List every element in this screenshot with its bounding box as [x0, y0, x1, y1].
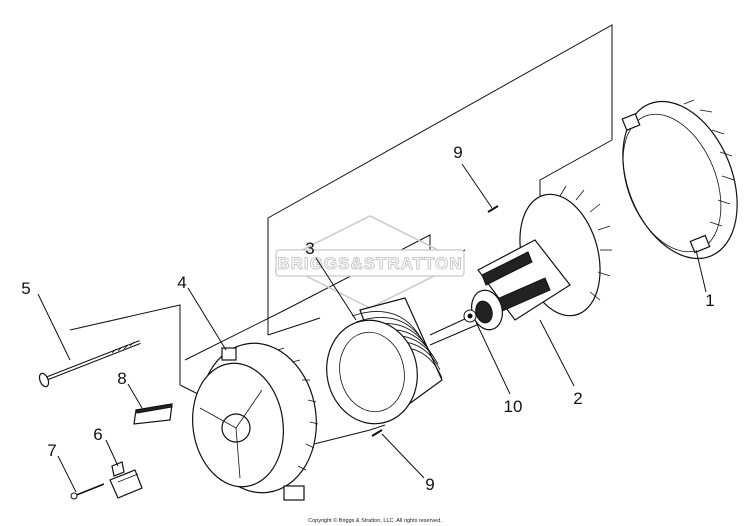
part-front-endbell	[192, 342, 319, 501]
brand-watermark: BRIGGS&STRATTON	[275, 215, 465, 309]
part-stator	[326, 297, 443, 425]
callout-8: 8	[117, 369, 126, 388]
copyright-notice: Copyright © Briggs & Stratton, LLC. All …	[308, 517, 442, 524]
part-pad	[133, 403, 173, 425]
callout-9-top: 9	[453, 143, 462, 162]
callout-4: 4	[177, 273, 186, 292]
part-brush-holder	[109, 461, 143, 499]
callout-1: 1	[705, 291, 714, 310]
callout-3: 3	[305, 239, 314, 258]
callout-5: 5	[21, 279, 30, 298]
callout-10: 10	[504, 397, 523, 416]
part-rotor-fan	[463, 185, 612, 331]
part-through-bolt	[38, 340, 141, 388]
callout-2: 2	[573, 389, 582, 408]
callout-7: 7	[47, 441, 56, 460]
part-rear-cover	[621, 99, 738, 260]
callout-labels: 1 2 3 4 5 6 7 8 9 9 10	[21, 143, 714, 494]
part-dowel-pins	[371, 205, 499, 437]
callout-leaders	[37, 163, 707, 493]
callout-6: 6	[93, 425, 102, 444]
callout-9-bottom: 9	[425, 475, 434, 494]
part-screw	[70, 483, 105, 500]
